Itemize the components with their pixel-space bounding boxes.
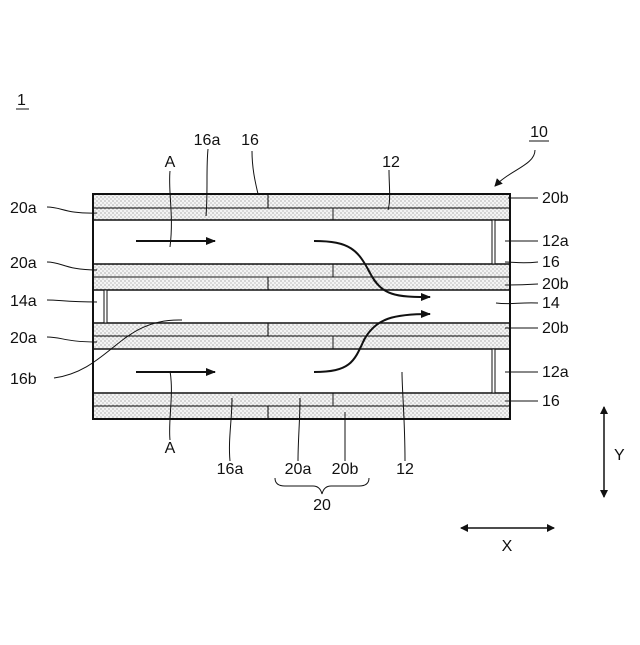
sheet-top bbox=[93, 194, 510, 220]
label-16b: 16b bbox=[10, 371, 37, 388]
figure-number-text: 1 bbox=[17, 92, 26, 109]
assembly-label: 10 bbox=[529, 124, 549, 141]
label-16a-top: 16a bbox=[194, 132, 221, 149]
label-20a-2: 20a bbox=[10, 255, 37, 272]
brace-20 bbox=[275, 478, 369, 494]
label-20a-1: 20a bbox=[10, 200, 37, 217]
label-16a-bottom: 16a bbox=[217, 461, 244, 478]
label-20b-1: 20b bbox=[542, 190, 569, 207]
figure-number: 1 bbox=[16, 92, 29, 109]
label-20b-3: 20b bbox=[542, 320, 569, 337]
assembly-frame bbox=[93, 194, 510, 419]
label-12-bottom: 12 bbox=[396, 461, 414, 478]
label-14a: 14a bbox=[10, 293, 37, 310]
label-16-right: 16 bbox=[542, 254, 560, 271]
y-axis-label: Y bbox=[614, 447, 625, 464]
label-12a-2: 12a bbox=[542, 364, 569, 381]
label-12a-1: 12a bbox=[542, 233, 569, 250]
label-20: 20 bbox=[313, 497, 331, 514]
label-A-bottom: A bbox=[165, 440, 176, 457]
label-16-top: 16 bbox=[241, 132, 259, 149]
label-20a-bottom: 20a bbox=[285, 461, 312, 478]
label-14: 14 bbox=[542, 295, 560, 312]
seal-14a bbox=[104, 290, 107, 323]
label-20b-bottom: 20b bbox=[332, 461, 359, 478]
label-10: 10 bbox=[530, 124, 548, 141]
label-20b-2: 20b bbox=[542, 276, 569, 293]
x-axis-label: X bbox=[502, 538, 513, 555]
label-A-top: A bbox=[165, 154, 176, 171]
label-16-bottom-right: 16 bbox=[542, 393, 560, 410]
seal-12a-bottom bbox=[492, 349, 495, 393]
seal-12a-top bbox=[492, 220, 495, 264]
label-12-top: 12 bbox=[382, 154, 400, 171]
label-20a-3: 20a bbox=[10, 330, 37, 347]
